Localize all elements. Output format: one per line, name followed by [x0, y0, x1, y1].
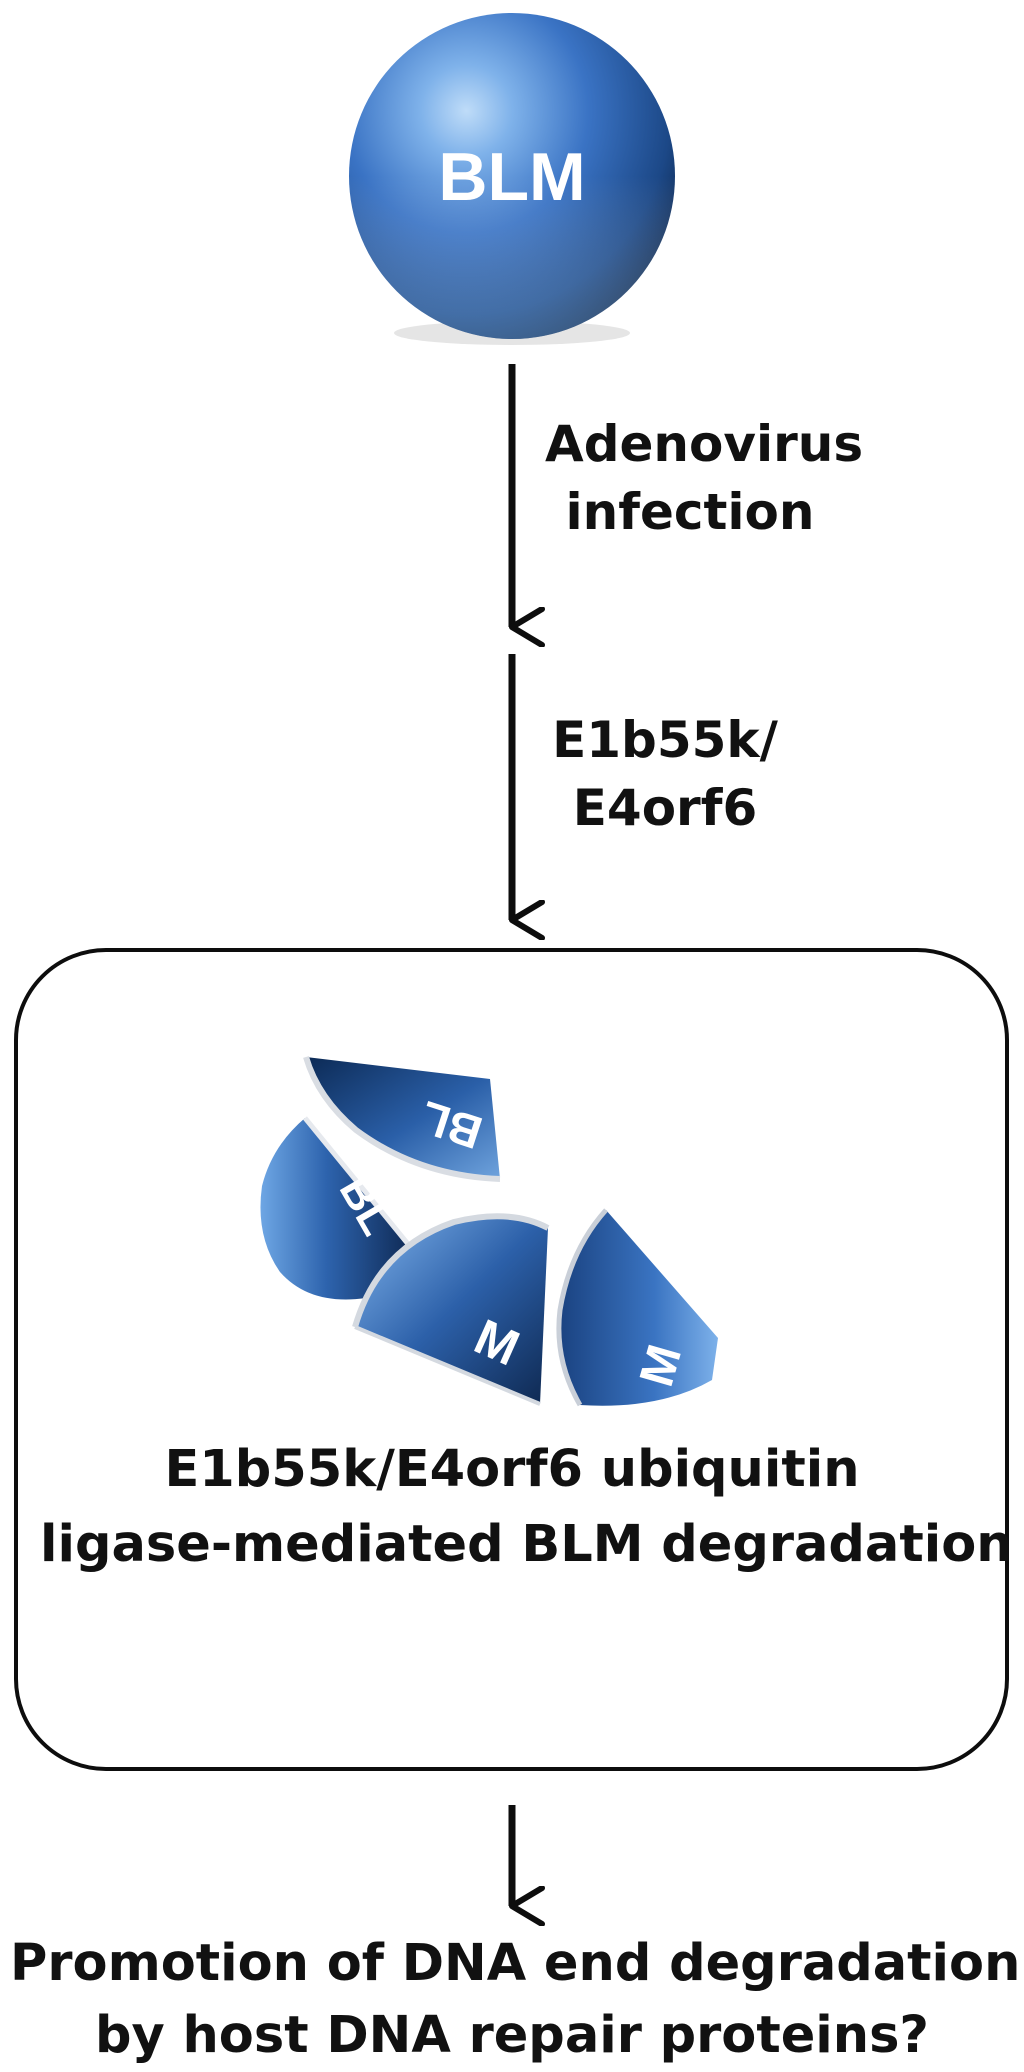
fragment-left: BL: [260, 1116, 410, 1300]
edge-label-ligase-line2: E4orf6: [572, 779, 758, 837]
outcome-caption: Promotion of DNA end degradation by host…: [10, 1928, 1021, 2072]
fragment-right: M: [556, 1208, 718, 1407]
blm-sphere-shine: [349, 13, 675, 339]
outcome-caption-line2: by host DNA repair proteins?: [94, 2006, 930, 2065]
edge-label-infection-line1: Adenovirus: [545, 415, 864, 473]
fragment-center: M: [352, 1213, 550, 1406]
degradation-caption-line2: ligase-mediated BLM degradation: [40, 1515, 1013, 1574]
edge-label-infection: Adenovirus infection: [545, 410, 864, 546]
blm-fragments: BL BL M M: [260, 1056, 718, 1407]
blm-sphere-node: BLM: [349, 13, 675, 345]
edge-label-ligase: E1b55k/ E4orf6: [545, 706, 785, 842]
degradation-caption: E1b55k/E4orf6 ubiquitin ligase-mediated …: [40, 1432, 1013, 1582]
degradation-caption-line1: E1b55k/E4orf6 ubiquitin: [164, 1440, 860, 1499]
degradation-box: [14, 948, 1009, 1771]
outcome-caption-line1: Promotion of DNA end degradation: [10, 1934, 1021, 1993]
edge-label-ligase-line1: E1b55k/: [552, 711, 778, 769]
edge-label-infection-line2: infection: [565, 483, 815, 541]
blm-sphere-label: BLM: [438, 139, 585, 215]
fragment-top: BL: [303, 1056, 501, 1182]
